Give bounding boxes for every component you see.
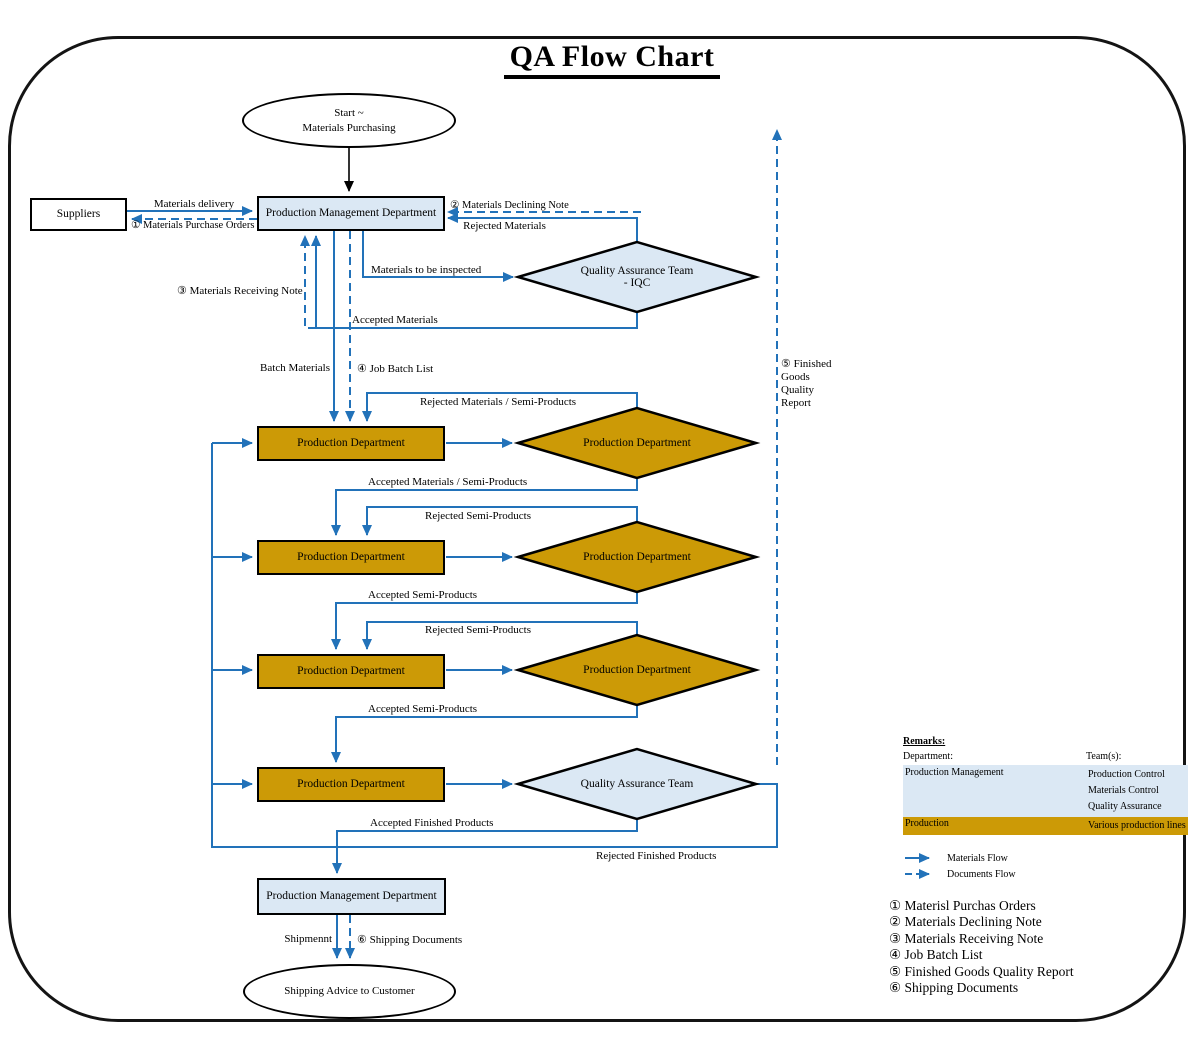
production-management-box-top: Production Management Department	[257, 196, 445, 231]
materials-flow-arrow-icon	[905, 853, 930, 863]
label-batch-materials: Batch Materials	[260, 362, 330, 374]
production-diamond-2	[513, 520, 761, 594]
label-finished-goods-report: ⑤ Finished Goods Quality Report	[781, 358, 832, 409]
production-department-box-3: Production Department	[257, 654, 445, 689]
label-accepted-finished: Accepted Finished Products	[370, 817, 494, 829]
label-shipping-documents: ⑥ Shipping Documents	[357, 934, 463, 946]
remarks-teams-list: Production Control Materials Control Qua…	[1088, 769, 1165, 812]
label-rejected-materials: Rejected Materials	[463, 220, 546, 232]
edge-rejected-loop-3	[362, 621, 638, 650]
edge-receiving-note	[300, 235, 316, 329]
start-node: Start ~ Materials Purchasing	[242, 93, 456, 148]
page-title: QA Flow Chart	[0, 40, 1200, 79]
documents-flow-arrow-icon	[905, 869, 930, 879]
production-diamond-1	[513, 406, 761, 480]
edge-accepted-1	[331, 478, 638, 536]
edge-accepted-materials	[311, 235, 638, 329]
label-rejected-semi-2: Rejected Semi-Products	[425, 510, 532, 522]
production-department-box-4: Production Department	[257, 767, 445, 802]
flow-legend: Materials Flow Documents Flow	[903, 850, 1016, 882]
edge-materials-to-inspect	[362, 231, 514, 282]
label-rejected-semi-3: Rejected Semi-Products	[425, 624, 532, 636]
note-item: ⑤ Finished Goods Quality Report	[889, 963, 1074, 979]
note-item: ④ Job Batch List	[889, 947, 983, 963]
label-materials-delivery: Materials delivery	[153, 198, 235, 210]
production-management-box-bottom: Production Management Department	[257, 878, 446, 915]
note-item: ③ Materials Receiving Note	[889, 930, 1044, 946]
remarks-col-department: Department:	[903, 751, 953, 762]
document-notes-list: ① Materisl Purchas Orders ② Materials De…	[889, 898, 1074, 996]
chart-border	[8, 36, 1186, 1022]
remarks-panel: Remarks: Department: Team(s): Production…	[903, 736, 1188, 835]
label-accepted-materials: Accepted Materials	[352, 314, 438, 326]
edge-rejected-materials	[447, 213, 638, 242]
page-title-text: QA Flow Chart	[503, 40, 721, 79]
remarks-columns: Department: Team(s):	[903, 751, 1188, 762]
remarks-heading: Remarks:	[903, 736, 946, 747]
shipping-advice-node: Shipping Advice to Customer	[243, 964, 456, 1019]
label-accepted-semi-2: Accepted Semi-Products	[368, 589, 478, 601]
label-accepted-materials-semi: Accepted Materials / Semi-Products	[368, 476, 528, 488]
remarks-row-production: Production Various production lines	[903, 817, 1188, 835]
label-accepted-semi-3: Accepted Semi-Products	[368, 703, 478, 715]
production-department-box-2: Production Department	[257, 540, 445, 575]
legend-materials-flow: Materials Flow	[903, 850, 1016, 866]
edge-rejected-loop-2	[362, 506, 638, 536]
edge-accepted-2	[331, 592, 638, 650]
remarks-col-teams: Team(s):	[1086, 751, 1122, 762]
edge-accepted-3	[331, 705, 638, 763]
iqc-diamond	[513, 240, 761, 314]
suppliers-box: Suppliers	[30, 198, 127, 231]
note-item: ② Materials Declining Note	[889, 914, 1042, 930]
label-materials-to-be-inspected: Materials to be inspected	[371, 264, 482, 276]
label-rejected-finished: Rejected Finished Products	[596, 850, 717, 862]
qa-team-diamond	[513, 747, 761, 821]
remarks-row-production-management: Production Management Production Control…	[903, 765, 1188, 817]
label-shipment: Shipmennt	[284, 933, 332, 945]
note-item: ① Materisl Purchas Orders	[889, 898, 1036, 913]
label-job-batch-list: ④ Job Batch List	[357, 363, 434, 375]
label-rejected-materials-semi: Rejected Materials / Semi-Products	[419, 396, 577, 408]
edge-rejected-loop-1	[362, 392, 638, 422]
label-materials-purchase-orders: ① Materials Purchase Orders	[131, 220, 255, 231]
label-materials-receiving-note: ③ Materials Receiving Note	[177, 285, 303, 297]
production-diamond-3	[513, 633, 761, 707]
edge-rejected-finished-rail	[211, 443, 778, 848]
production-department-box-1: Production Department	[257, 426, 445, 461]
label-materials-declining-note: ② Materials Declining Note	[450, 200, 569, 211]
note-item: ⑥ Shipping Documents	[889, 980, 1019, 996]
remarks-teams-list-2: Various production lines	[1088, 820, 1186, 831]
edge-accepted-finished	[332, 819, 638, 874]
legend-documents-flow: Documents Flow	[903, 866, 1016, 882]
